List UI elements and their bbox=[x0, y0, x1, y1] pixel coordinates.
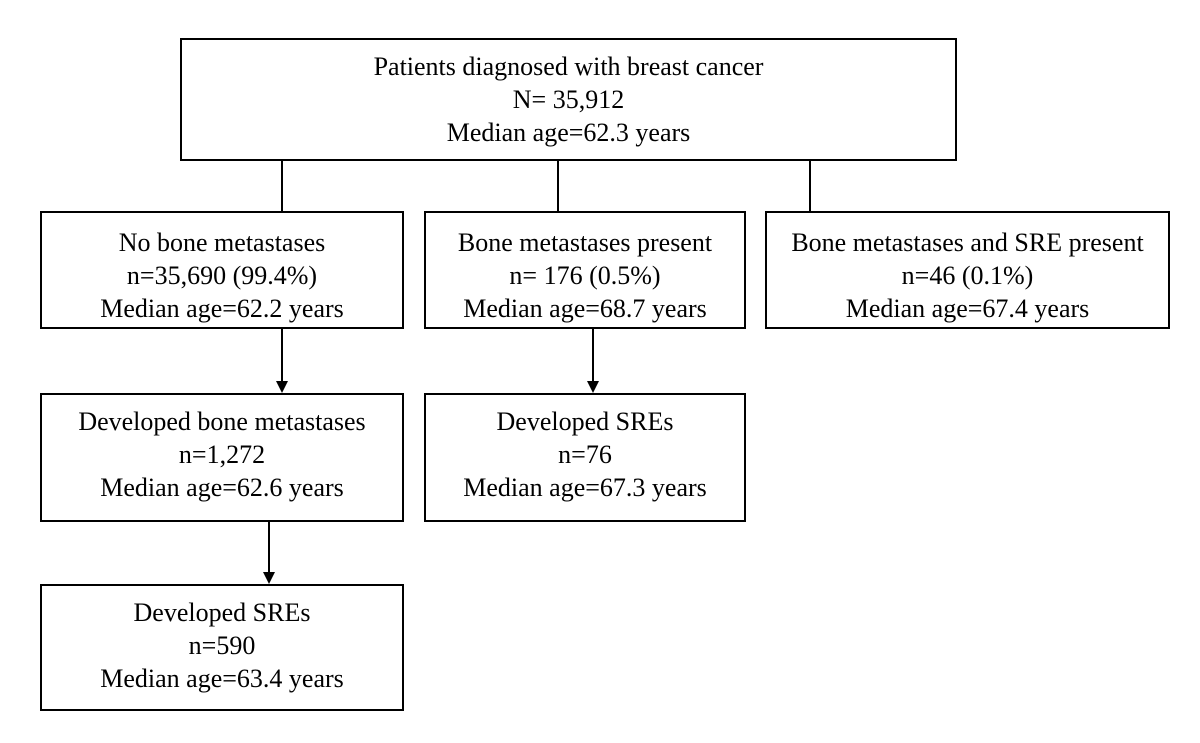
bone-present-median-age: Median age=68.7 years bbox=[463, 294, 707, 323]
no-bone-metastases-box: No bone metastases n=35,690 (99.4%) Medi… bbox=[40, 211, 404, 329]
bone-metastases-and-sre-box: Bone metastases and SRE present n=46 (0.… bbox=[765, 211, 1170, 329]
bone-sre-median-age: Median age=67.4 years bbox=[845, 294, 1090, 323]
root-title: Patients diagnosed with breast cancer bbox=[373, 52, 764, 81]
developed-sres-middle-box: Developed SREs n=76 Median age=67.3 year… bbox=[424, 393, 746, 522]
no-bone-title: No bone metastases bbox=[118, 228, 326, 257]
bone-present-title: Bone metastases present bbox=[457, 228, 713, 257]
dev-bone-title: Developed bone metastases bbox=[78, 407, 366, 436]
dev-sre-mid-count: n=76 bbox=[558, 440, 612, 469]
dev-sre-bottom-count: n=590 bbox=[188, 631, 256, 660]
no-bone-count: n=35,690 (99.4%) bbox=[126, 261, 318, 290]
dev-sre-mid-title: Developed SREs bbox=[496, 407, 674, 436]
root-count: N= 35,912 bbox=[512, 85, 625, 114]
bone-sre-count: n=46 (0.1%) bbox=[901, 261, 1034, 290]
dev-sre-bottom-median-age: Median age=63.4 years bbox=[100, 664, 344, 693]
dev-bone-count: n=1,272 bbox=[178, 440, 266, 469]
root-median-age: Median age=62.3 years bbox=[446, 118, 691, 147]
bone-present-count: n= 176 (0.5%) bbox=[509, 261, 661, 290]
dev-bone-median-age: Median age=62.6 years bbox=[100, 473, 344, 502]
dev-sre-mid-median-age: Median age=67.3 years bbox=[463, 473, 707, 502]
developed-sres-bottom-box: Developed SREs n=590 Median age=63.4 yea… bbox=[40, 584, 404, 711]
bone-sre-title: Bone metastases and SRE present bbox=[791, 228, 1144, 257]
root-population-box: Patients diagnosed with breast cancer N=… bbox=[180, 38, 957, 161]
dev-sre-bottom-title: Developed SREs bbox=[133, 598, 311, 627]
bone-metastases-present-box: Bone metastases present n= 176 (0.5%) Me… bbox=[424, 211, 746, 329]
no-bone-median-age: Median age=62.2 years bbox=[100, 294, 344, 323]
developed-bone-metastases-box: Developed bone metastases n=1,272 Median… bbox=[40, 393, 404, 522]
